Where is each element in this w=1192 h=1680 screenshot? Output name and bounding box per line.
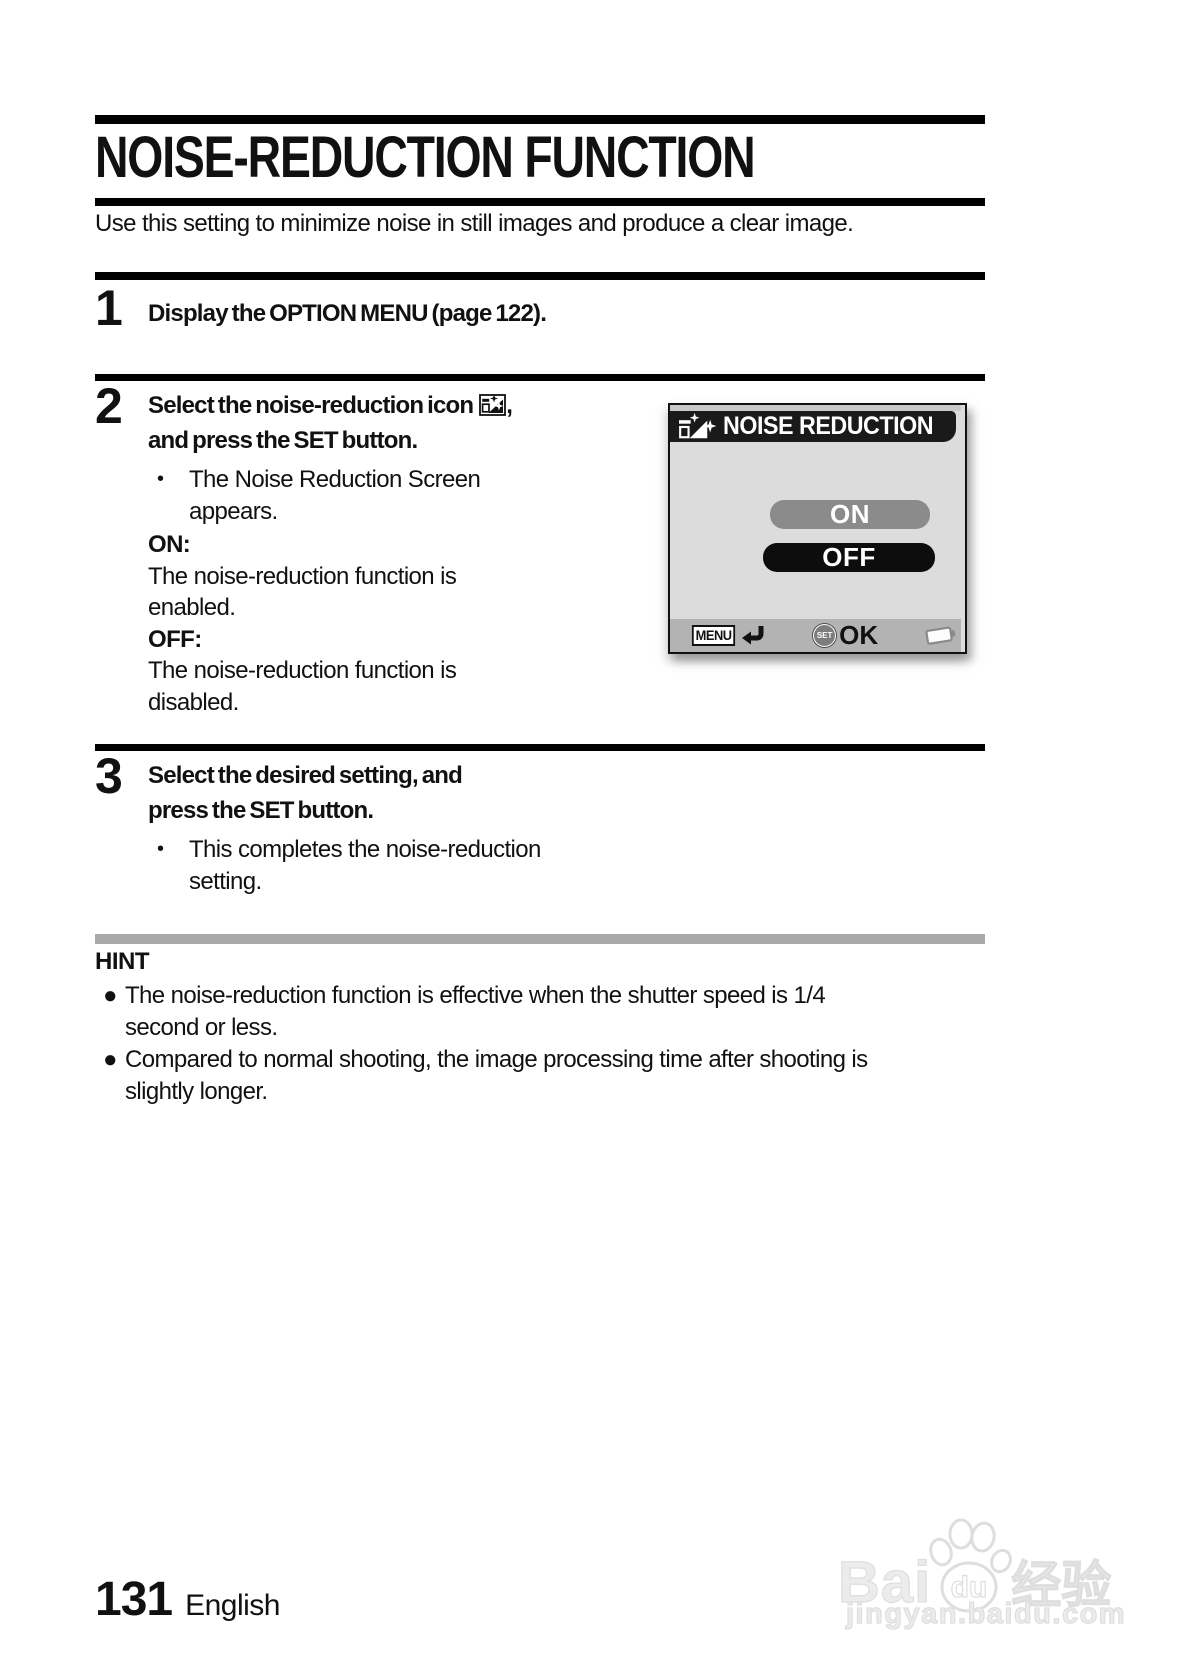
watermark-du-text: du <box>951 1571 988 1604</box>
bullet-dot: • <box>157 838 165 860</box>
screen-header: NOISE REDUCTION <box>670 411 956 442</box>
watermark-bai-text: Bai <box>837 1550 932 1615</box>
step-3: 3 Select the desired setting, and press … <box>95 748 625 897</box>
battery-icon <box>925 626 956 645</box>
noise-reduction-icon <box>679 412 716 438</box>
hint-item-text: The noise-reduction function is effectiv… <box>125 982 826 1041</box>
step2-bullet-text: The Noise Reduction Screen appears. <box>189 466 481 525</box>
off-description: The noise-reduction function is disabled… <box>148 657 457 716</box>
screen-footer-bar: MENU SET OK <box>670 619 961 652</box>
step3-divider <box>95 744 985 751</box>
step3-bullet: • This completes the noise-reduction set… <box>148 834 625 897</box>
on-description: The noise-reduction function is enabled. <box>148 562 457 622</box>
on-label: ON: <box>148 531 191 558</box>
intro-text: Use this setting to minimize noise in st… <box>95 210 854 237</box>
return-arrow-icon <box>742 625 764 644</box>
hint-item: ● The noise-reduction function is effect… <box>95 980 995 1044</box>
hint-item: ● Compared to normal shooting, the image… <box>95 1044 995 1108</box>
title-rule-bottom <box>95 198 985 206</box>
bullet-dot: • <box>157 468 165 490</box>
bullet-dot: ● <box>103 982 118 1009</box>
watermark-jingyan-text: 经验 <box>1011 1557 1112 1613</box>
step2-heading-pre: Select the noise-reduction icon <box>148 392 474 419</box>
step2-number: 2 <box>95 378 123 434</box>
step2-bullet: • The Noise Reduction Screen appears. <box>148 464 625 527</box>
watermark-url: jingyan.baidu.com <box>845 1597 1127 1630</box>
step-2: 2 Select the noise-reduction icon , and … <box>95 378 625 718</box>
step2-heading: Select the noise-reduction icon , and pr… <box>148 384 625 458</box>
menu-button[interactable]: MENU <box>691 625 736 646</box>
set-button[interactable]: SET <box>813 624 837 647</box>
step2-heading-line2: and press the SET button. <box>148 427 418 454</box>
page-footer: 131 English <box>95 1572 280 1627</box>
step1-number: 1 <box>95 280 123 336</box>
screen-top-strip <box>670 405 961 411</box>
page-title: NOISE-REDUCTION FUNCTION <box>95 128 985 188</box>
hint-divider <box>95 934 985 944</box>
hint-item-text: Compared to normal shooting, the image p… <box>125 1046 868 1105</box>
page-language: English <box>185 1589 280 1622</box>
step-1: 1 Display the OPTION MENU (page 122). <box>95 280 985 336</box>
step2-divider <box>95 374 985 381</box>
hint-title: HINT <box>95 948 150 975</box>
baidu-watermark: Bai du 经验 jingyan.baidu.com <box>837 1488 1168 1648</box>
noise-reduction-icon <box>479 394 507 416</box>
on-button[interactable]: ON <box>770 499 930 529</box>
step2-heading-comma: , <box>506 392 513 419</box>
title-rule-top <box>95 115 985 124</box>
ok-label: OK <box>839 620 879 650</box>
page-title-text: NOISE-REDUCTION FUNCTION <box>95 125 756 190</box>
page-number: 131 <box>95 1573 173 1626</box>
watermark-logo-row: Bai du 经验 <box>837 1516 1112 1615</box>
step3-bullet-text: This completes the noise-reduction setti… <box>189 836 541 895</box>
off-label: OFF: <box>148 625 202 653</box>
step1-divider <box>95 272 985 280</box>
step3-number: 3 <box>95 748 123 804</box>
screen-title: NOISE REDUCTION <box>723 412 934 440</box>
hint-list: ● The noise-reduction function is effect… <box>95 980 995 1108</box>
off-button[interactable]: OFF <box>763 542 935 572</box>
step1-heading: Display the OPTION MENU (page 122). <box>148 300 547 327</box>
bullet-dot: ● <box>103 1046 118 1073</box>
baidu-paw-icon: du <box>929 1518 1013 1613</box>
camera-screen-illustration: NOISE REDUCTION ON OFF MENU SET OK <box>668 403 967 654</box>
step3-heading: Select the desired setting, and press th… <box>148 762 463 824</box>
